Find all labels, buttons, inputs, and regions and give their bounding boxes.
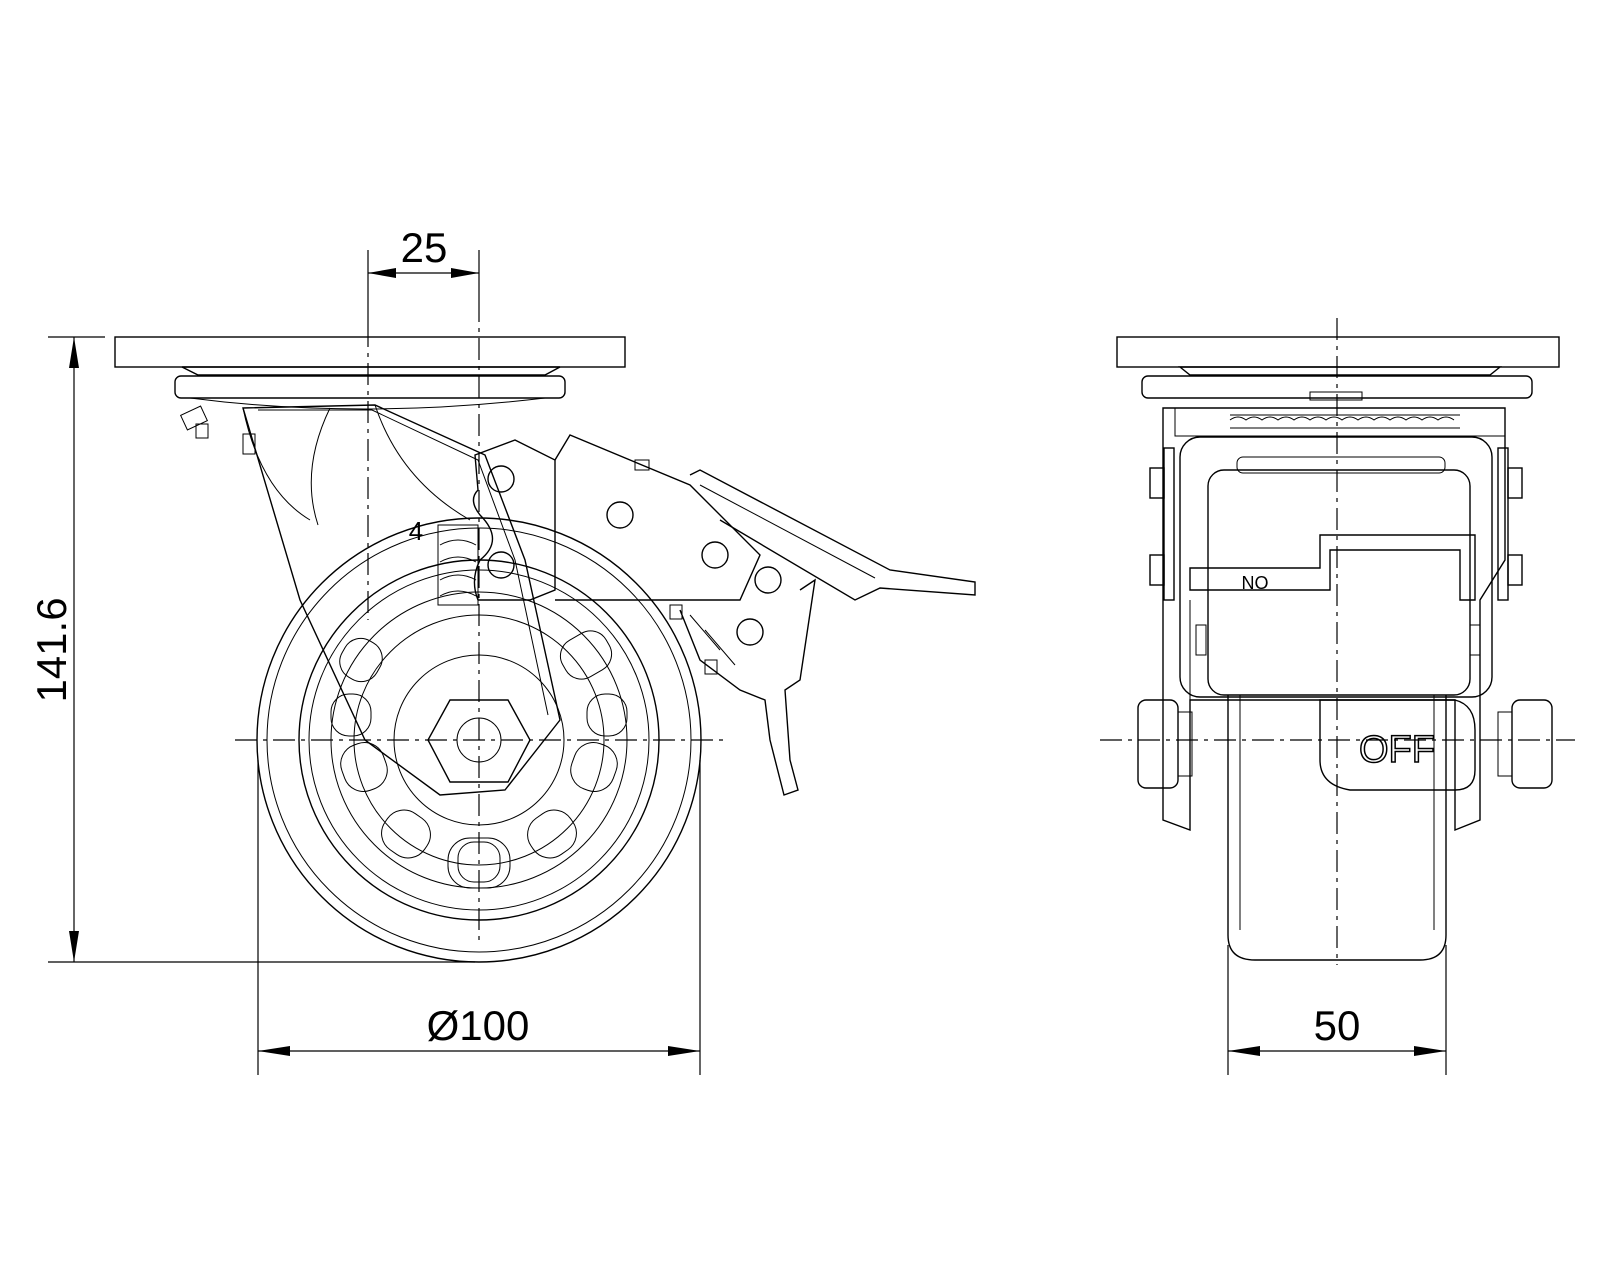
diameter-dimension: Ø100 <box>257 760 701 1075</box>
side-view: 4 <box>114 300 976 963</box>
swivel-bearing <box>1174 407 1506 437</box>
offset-label: 25 <box>401 224 448 271</box>
width-dimension: 50 <box>1227 945 1447 1075</box>
front-axle-nuts <box>1137 699 1553 789</box>
offset-dimension: 25 <box>367 224 480 325</box>
brake-on-tab: ON <box>1189 534 1476 601</box>
grease-nipple <box>179 405 256 455</box>
front-wheel <box>1227 695 1447 961</box>
width-label: 50 <box>1314 1002 1361 1049</box>
height-label: 141.6 <box>28 597 75 702</box>
side-mounting-plate <box>114 336 626 410</box>
brake-plate <box>472 434 782 646</box>
brake-off-label: OFF <box>1359 729 1435 771</box>
brake-pedal <box>669 469 976 796</box>
front-view: ON OFF <box>1100 318 1575 965</box>
side-number-label: 4 <box>409 516 423 546</box>
wheel-pockets <box>330 630 628 889</box>
height-dimension: 141.6 <box>28 336 475 963</box>
front-side-bolts <box>1149 447 1523 656</box>
front-fork <box>1162 407 1506 832</box>
diameter-label: Ø100 <box>427 1002 530 1049</box>
brake-on-label: ON <box>1242 572 1269 592</box>
front-mounting-plate <box>1116 336 1560 401</box>
fork-leg <box>242 404 561 796</box>
brake-off-pedal: OFF <box>1319 699 1476 791</box>
